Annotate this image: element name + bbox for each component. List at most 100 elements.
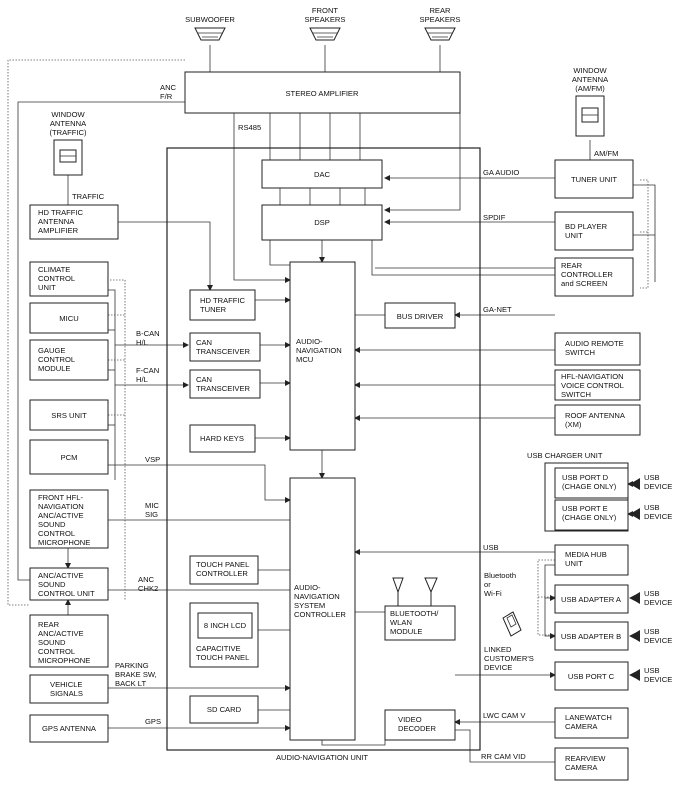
tuner-unit-label: TUNER UNIT (571, 175, 617, 184)
usb-adapter-a-label: USB ADAPTER A (561, 595, 622, 604)
srs-unit-box (29, 399, 109, 431)
usb-port-e-label-2: (CHAGE ONLY) (562, 513, 617, 522)
linked-device-label-2: CUSTOMER'S (484, 654, 534, 663)
bcan-label-2: H/L (136, 338, 148, 347)
spdif-label: SPDIF (483, 213, 506, 222)
bcan-label-1: B-CAN (136, 329, 160, 338)
connections (7, 45, 656, 763)
media-hub-label-1: MEDIA HUB (565, 550, 607, 559)
audio-navigation-unit-caption: AUDIO-NAVIGATION UNIT (276, 753, 368, 762)
hfl-voice-switch-label-2: VOICE CONTROL (561, 381, 624, 390)
front-speakers: FRONT SPEAKERS (305, 6, 346, 41)
antenna-icon (392, 577, 404, 606)
window-antenna-traffic-label-3: (TRAFFIC) (49, 128, 87, 137)
video-decoder-label-1: VIDEO (398, 715, 422, 724)
dac-label: DAC (314, 170, 331, 179)
8-inch-lcd-box (197, 612, 253, 639)
roof-antenna-label-1: ROOF ANTENNA (565, 411, 626, 420)
gps-antenna-box (29, 714, 109, 743)
window-antenna-amfm-label-2: ANTENNA (572, 75, 609, 84)
front-hfl-label-1: FRONT HFL- (38, 493, 83, 502)
srs-label: SRS UNIT (51, 411, 87, 420)
antenna-icons (392, 577, 438, 606)
gps-label: GPS (145, 717, 161, 726)
gps-antenna-label: GPS ANTENNA (42, 724, 97, 733)
rearview-camera-box (554, 747, 629, 781)
usb-device-arrows (630, 478, 640, 681)
anc-chk2-label-1: ANC (138, 575, 155, 584)
gauge-control-module-box (29, 339, 109, 381)
usb-charger-unit-label: USB CHARGER UNIT (527, 451, 603, 460)
speaker-icon (194, 27, 226, 41)
usb-port-e-label-1: USB PORT E (562, 504, 608, 513)
window-antenna-amfm-label-1: WINDOW (573, 66, 607, 75)
rear-controller-label-2: CONTROLLER (561, 270, 613, 279)
audio-navigation-unit-frame (166, 147, 481, 751)
stereo-amplifier-box (184, 71, 461, 114)
usb-device-e-label-2: DEVICE (644, 512, 672, 521)
bd-player-label-2: UNIT (565, 231, 583, 240)
touch-panel-controller-label-2: CONTROLLER (196, 569, 248, 578)
antenna-icon (424, 577, 438, 606)
anc-chk2-label-2: CHK2 (138, 584, 158, 593)
usb-port-e-box (554, 499, 629, 531)
video-decoder-label-2: DECODER (398, 724, 436, 733)
climate-label-2: CONTROL (38, 274, 75, 283)
system-controller-label-4: CONTROLLER (294, 610, 346, 619)
am-fm-label: AM/FM (594, 149, 618, 158)
parking-label-3: BACK LT (115, 679, 146, 688)
hd-traffic-tuner-label-2: TUNER (200, 305, 227, 314)
subwoofer-label: SUBWOOFER (185, 15, 235, 24)
usb-device-b-label-2: DEVICE (644, 636, 672, 645)
rearview-camera-label-1: REARVIEW (565, 754, 606, 763)
touch-panel-controller-box (189, 555, 259, 585)
roof-antenna-label-2: (XM) (565, 420, 582, 429)
lanewatch-camera-label-1: LANEWATCH (565, 713, 612, 722)
system-controller-label-3: SYSTEM (294, 601, 325, 610)
rr-cam-vid-label: RR CAM VID (481, 752, 526, 761)
rear-anc-label-3: SOUND (38, 638, 66, 647)
vehicle-signals-label-1: VEHICLE (50, 680, 83, 689)
dsp-box (261, 204, 383, 241)
anc-fr-label-2: F/R (160, 92, 173, 101)
usb-device-c-label-2: DEVICE (644, 675, 672, 684)
parking-label-2: BRAKE SW, (115, 670, 157, 679)
lanewatch-camera-label-2: CAMERA (565, 722, 598, 731)
usb-adapter-b-box (554, 621, 629, 651)
arrow-icon (630, 669, 640, 681)
media-hub-label-2: UNIT (565, 559, 583, 568)
front-hfl-label-2: NAVIGATION (38, 502, 84, 511)
usb-device-e-label-1: USB (644, 503, 660, 512)
rear-anc-label-5: MICROPHONE (38, 656, 90, 665)
rear-speakers: REAR SPEAKERS (420, 6, 460, 41)
audio-remote-switch-box (554, 332, 641, 366)
video-decoder-box (384, 709, 456, 741)
hfl-voice-switch-label-3: SWITCH (561, 390, 591, 399)
pcm-box (29, 439, 109, 475)
micu-label: MICU (59, 314, 78, 323)
climate-label-1: CLIMATE (38, 265, 70, 274)
rear-anc-label-4: CONTROL (38, 647, 75, 656)
hd-traffic-tuner-label-1: HD TRAFFIC (200, 296, 246, 305)
front-speakers-label-1: FRONT (312, 6, 339, 15)
usb-port-d-label-2: (CHAGE ONLY) (562, 482, 617, 491)
audio-remote-switch-label-1: AUDIO REMOTE (565, 339, 624, 348)
front-speakers-label-2: SPEAKERS (305, 15, 346, 24)
audio-navigation-mcu-label-2: NAVIGATION (296, 346, 342, 355)
arrow-icon (630, 508, 640, 520)
hfl-voice-switch-label-1: HFL-NAVIGATION (561, 372, 624, 381)
climate-control-unit-box (29, 261, 109, 297)
window-antenna-traffic-icon (53, 139, 83, 176)
sd-card-label: SD CARD (207, 705, 242, 714)
micu-box (29, 302, 109, 334)
front-hfl-label-6: MICROPHONE (38, 538, 90, 547)
rear-anc-microphone-box (29, 614, 109, 668)
anc-control-label-2: SOUND (38, 580, 66, 589)
usb-label: USB (483, 543, 499, 552)
usb-adapter-b-label: USB ADAPTER B (561, 632, 621, 641)
bluetooth-wlan-label-2: WLAN (390, 618, 412, 627)
can-transceiver-1-label-1: CAN (196, 338, 212, 347)
rear-controller-label-1: REAR (561, 261, 583, 270)
front-hfl-label-5: CONTROL (38, 529, 75, 538)
bluetooth-wlan-module-box (384, 605, 456, 641)
